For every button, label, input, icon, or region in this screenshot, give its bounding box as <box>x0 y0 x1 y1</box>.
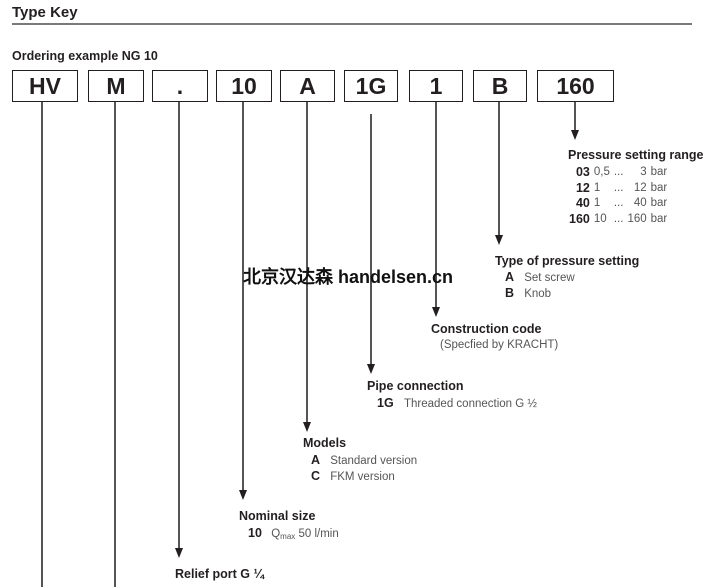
code-box-construction: 1 <box>409 70 463 102</box>
watermark-text: 北京汉达森 handelsen.cn <box>243 267 454 287</box>
connector-line-pressure-range <box>574 102 576 130</box>
models-heading: Models <box>303 436 347 450</box>
arrow-down-icon <box>175 548 183 558</box>
list-item: A Standard version <box>311 453 418 467</box>
code-box-model: A <box>280 70 335 102</box>
connector-line-series <box>41 102 43 587</box>
list-item: 1G Threaded connection G ½ <box>377 396 537 410</box>
relief-port-heading: Relief port G ¼ <box>175 567 264 581</box>
connector-line-model <box>306 102 308 422</box>
list-item: A Set screw <box>505 270 575 284</box>
title-divider <box>12 23 692 25</box>
code-box-pressure-type: B <box>473 70 527 102</box>
list-item: 10 Qmax 50 l/min <box>248 526 339 541</box>
page-title: Type Key <box>12 4 78 21</box>
pipe-connection-heading: Pipe connection <box>367 379 464 393</box>
code-box-nominal-size: 10 <box>216 70 272 102</box>
arrow-down-icon <box>432 307 440 317</box>
ordering-example-label: Ordering example NG 10 <box>12 49 158 63</box>
connector-line-relief <box>178 102 180 548</box>
arrow-down-icon <box>571 130 579 140</box>
code-box-series: HV <box>12 70 78 102</box>
arrow-down-icon <box>239 490 247 500</box>
code-box-relief: . <box>152 70 208 102</box>
code-box-type: M <box>88 70 144 102</box>
list-item: B Knob <box>505 286 552 300</box>
construction-code-heading: Construction code <box>431 322 542 336</box>
connector-line-type <box>114 102 116 587</box>
code-box-pressure-range: 160 <box>537 70 614 102</box>
arrow-down-icon <box>303 422 311 432</box>
connector-line-construction <box>435 102 437 307</box>
connector-line-pipe <box>370 114 372 364</box>
nominal-size-heading: Nominal size <box>239 509 316 523</box>
arrow-down-icon <box>495 235 503 245</box>
arrow-down-icon <box>367 364 375 374</box>
pressure-type-heading: Type of pressure setting <box>495 254 640 268</box>
pressure-range-heading: Pressure setting range <box>568 148 704 162</box>
code-box-pipe: 1G <box>344 70 398 102</box>
connector-line-pressure-type <box>498 102 500 235</box>
construction-code-note: (Specfied by KRACHT) <box>440 339 559 351</box>
connector-line-nominal <box>242 102 244 490</box>
list-item: C FKM version <box>311 469 395 483</box>
